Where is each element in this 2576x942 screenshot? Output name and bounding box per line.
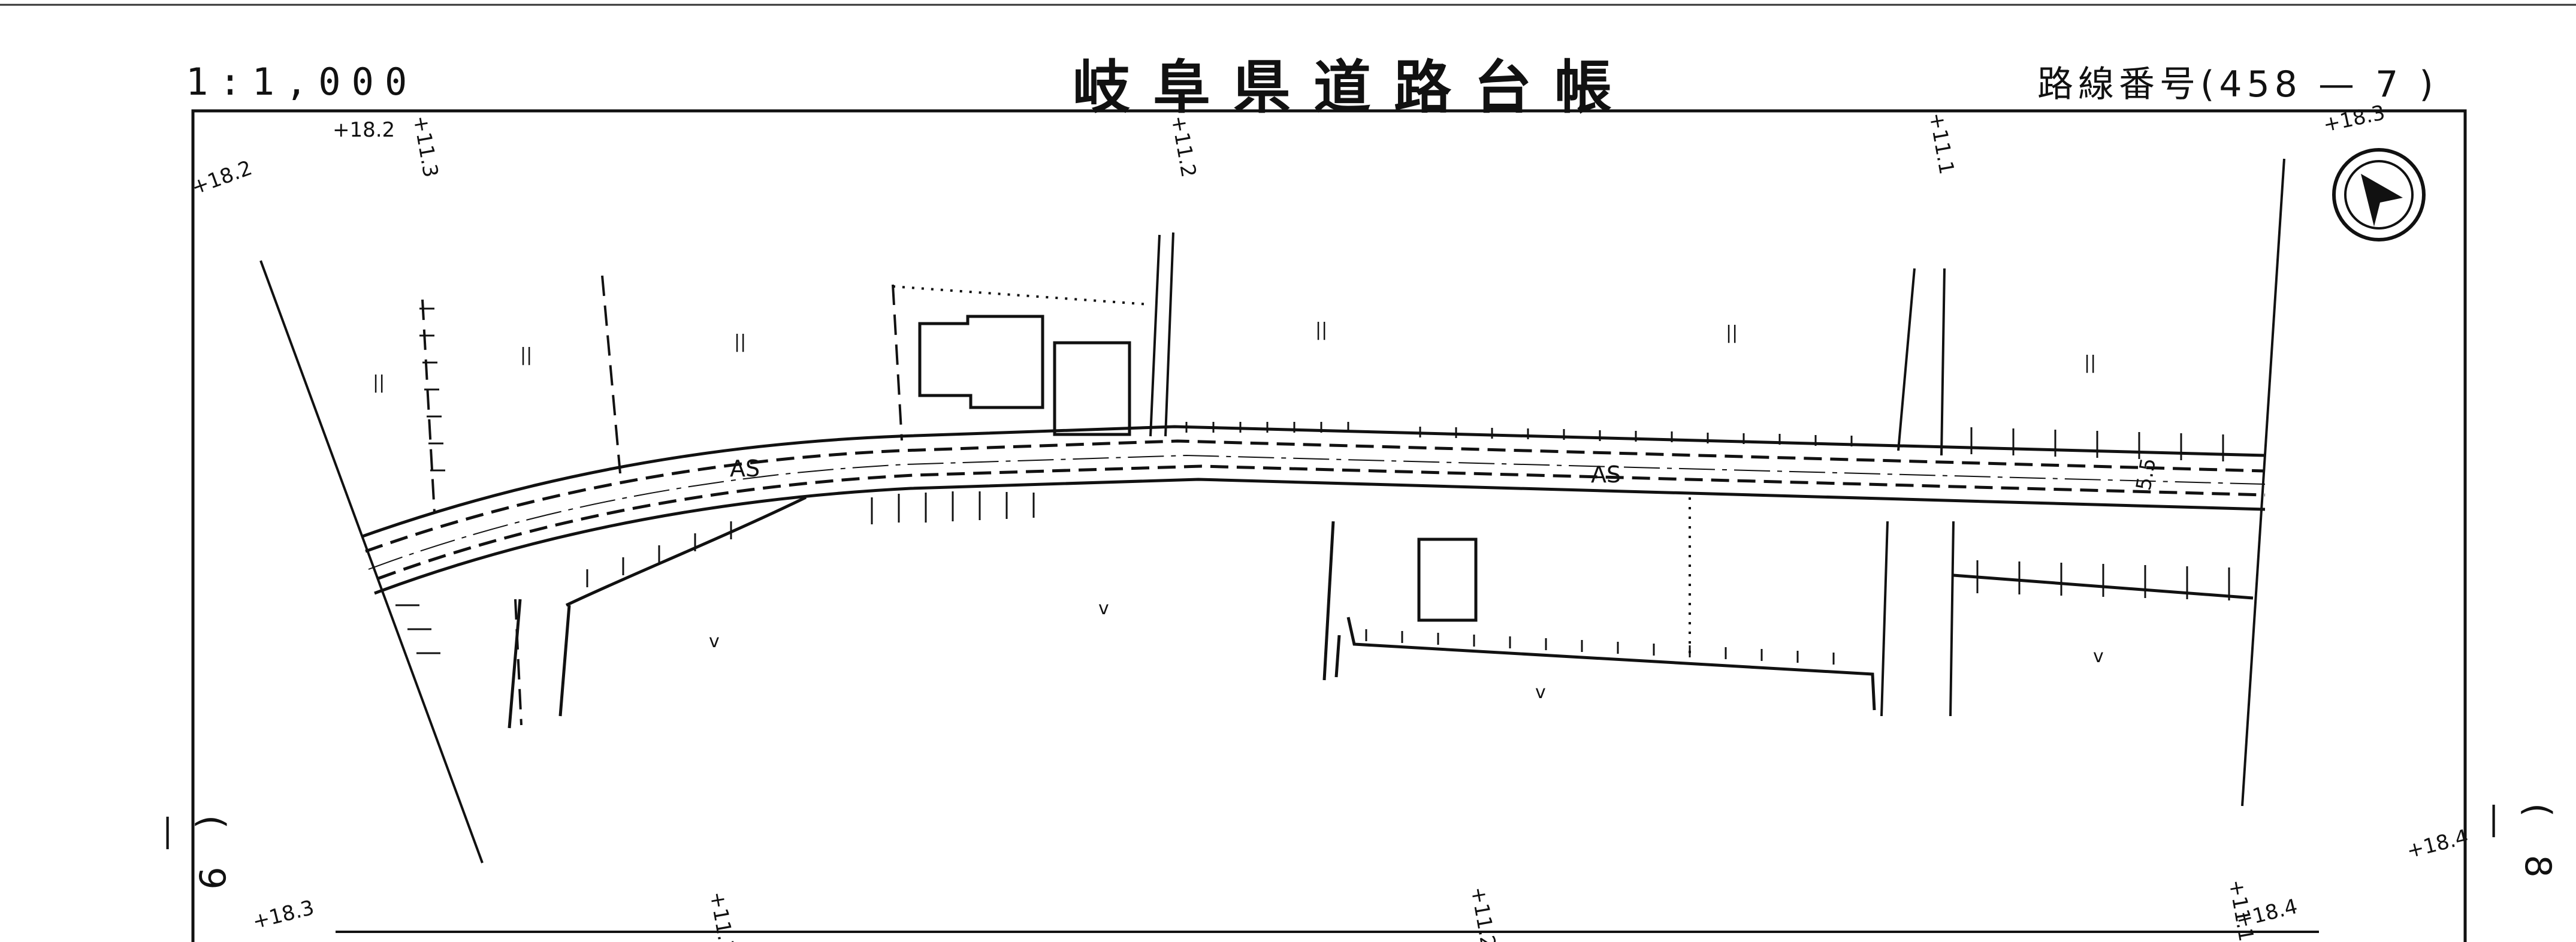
parcel-boundaries [421, 275, 903, 726]
adjacent-sheet-left: ( 9 — [149, 815, 232, 903]
paddy-symbol: || [373, 372, 385, 393]
map-scale: 1:1,000 [186, 60, 418, 104]
field-symbol: v [709, 631, 720, 652]
paddy-symbol: || [734, 331, 746, 352]
elevation-top-mid: +11.2 [1166, 114, 1200, 180]
buildings [918, 315, 1478, 622]
adjacent-sheet-right: ( 8 — [2475, 803, 2559, 891]
slope-hatching [395, 307, 2230, 665]
paddy-symbol: || [1726, 322, 1738, 343]
paddy-symbol: || [1315, 319, 1327, 340]
elevation-bottom-right-1: +18.4 [2405, 825, 2471, 864]
elevation-bottom-mid-1: +11.3 [705, 890, 739, 942]
map-frame [191, 109, 2467, 942]
route-number: 路線番号(458 — 7 ) [2037, 64, 2438, 105]
elevation-bottom-mid-2: +11.2 [1466, 885, 1500, 942]
paddy-symbol: || [2084, 352, 2096, 373]
road-center-line [368, 454, 2266, 570]
elevation-labels: +18.2 +11.3 +18.2 +11.2 +11.1 +18.3 +18.… [188, 101, 2471, 942]
elevation-top-right-mark: +11.1 [1924, 111, 1958, 177]
elevation-top-left-2: +11.3 [408, 114, 442, 180]
elevation-top-left-1: +18.2 [333, 118, 395, 142]
boundary-lines [259, 158, 2285, 864]
road-edges [362, 425, 2266, 595]
dotted-lines [892, 285, 1691, 653]
elevation-left-edge: +18.2 [188, 156, 255, 200]
paddy-symbol: || [520, 345, 532, 366]
field-symbol: v [1535, 682, 1546, 703]
road-width-dimension: 5.5 [2131, 456, 2161, 492]
elevation-top-right: +18.3 [2321, 101, 2387, 137]
north-arrow-icon [2332, 148, 2426, 241]
pavement-labels: AS AS [730, 455, 1621, 488]
side-roads [508, 496, 2254, 729]
field-symbol: v [1098, 598, 1109, 619]
elevation-bottom-left: +18.3 [250, 896, 317, 934]
field-symbol: v [2093, 646, 2104, 667]
pavement-label-right: AS [1591, 461, 1621, 488]
land-use-symbols: || || || || || || v v v v [373, 319, 2104, 703]
pavement-label-left: AS [730, 455, 760, 482]
